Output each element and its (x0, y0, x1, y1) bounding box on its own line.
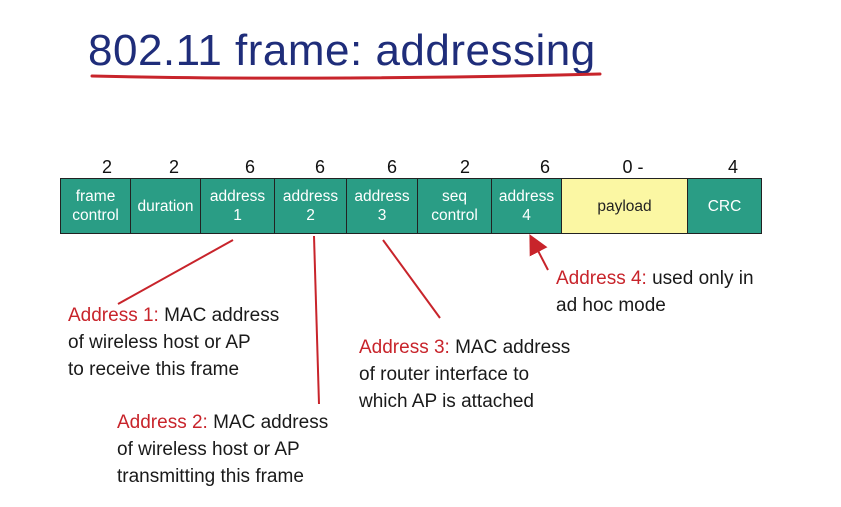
title-underline (90, 72, 602, 80)
field-frame-control: frame control (61, 179, 131, 233)
size-address-3: 6 (386, 157, 397, 177)
connector-address-1 (117, 239, 234, 305)
field-payload: payload (562, 179, 688, 233)
annotation-address-3: Address 3: MAC address of router interfa… (359, 337, 571, 412)
connector-address-2 (313, 235, 320, 405)
page-title: 802.11 frame: addressing (88, 26, 596, 75)
size-address-2: 6 (314, 157, 325, 177)
annotation-address-2: Address 2: MAC address of wireless host … (117, 412, 329, 487)
size-seq-control: 2 (459, 157, 470, 177)
annotation-address-1: Address 1: MAC address of wireless host … (68, 305, 280, 380)
size-address-4: 6 (539, 157, 550, 177)
size-duration: 2 (168, 157, 179, 177)
field-address-2: address 2 (275, 179, 347, 233)
frame-diagram: frame control duration address 1 address… (60, 178, 762, 234)
annotation-address-4: Address 4: used only in ad hoc mode (556, 268, 754, 316)
field-duration: duration (131, 179, 201, 233)
connector-address-4 (529, 234, 549, 271)
field-address-1: address 1 (201, 179, 275, 233)
size-crc: 4 (727, 157, 738, 177)
size-address-1: 6 (244, 157, 255, 177)
field-address-3: address 3 (347, 179, 418, 233)
field-crc: CRC (688, 179, 761, 233)
field-address-4: address 4 (492, 179, 562, 233)
connector-address-3 (382, 239, 441, 319)
size-frame-control: 2 (101, 157, 112, 177)
field-seq-control: seq control (418, 179, 492, 233)
